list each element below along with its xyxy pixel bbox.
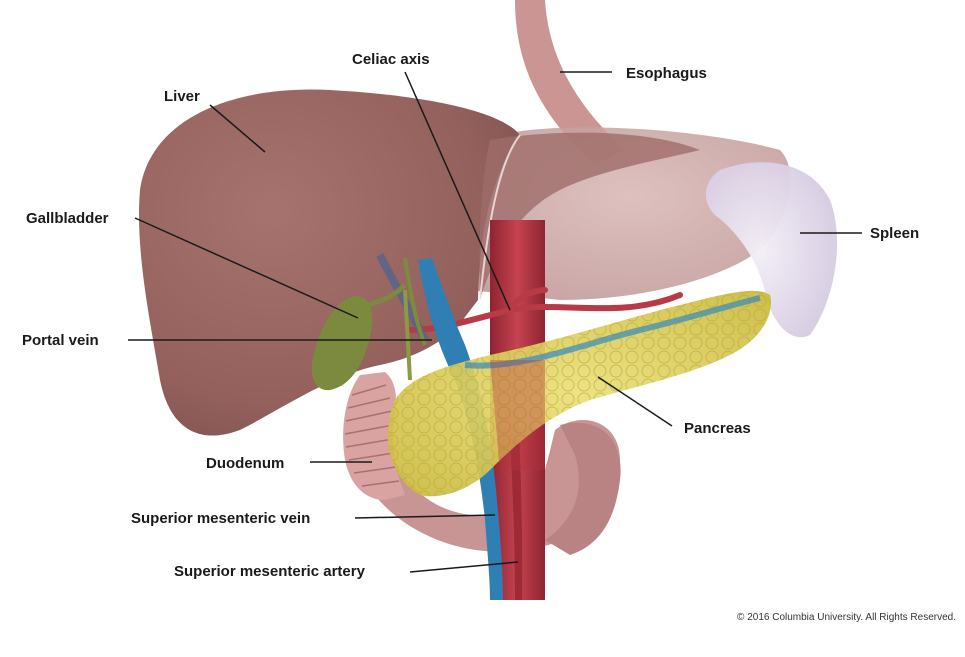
label-liver: Liver [164,88,200,105]
label-portal-vein: Portal vein [22,332,99,349]
label-celiac-axis: Celiac axis [352,51,430,68]
label-gallbladder: Gallbladder [26,210,109,227]
label-pancreas: Pancreas [684,420,751,437]
label-duodenum: Duodenum [206,455,284,472]
label-esophagus: Esophagus [626,65,707,82]
label-superior-mesenteric-vein: Superior mesenteric vein [131,510,310,527]
copyright-text: © 2016 Columbia University. All Rights R… [737,612,956,623]
label-superior-mesenteric-artery: Superior mesenteric artery [174,563,366,580]
label-spleen: Spleen [870,225,919,242]
